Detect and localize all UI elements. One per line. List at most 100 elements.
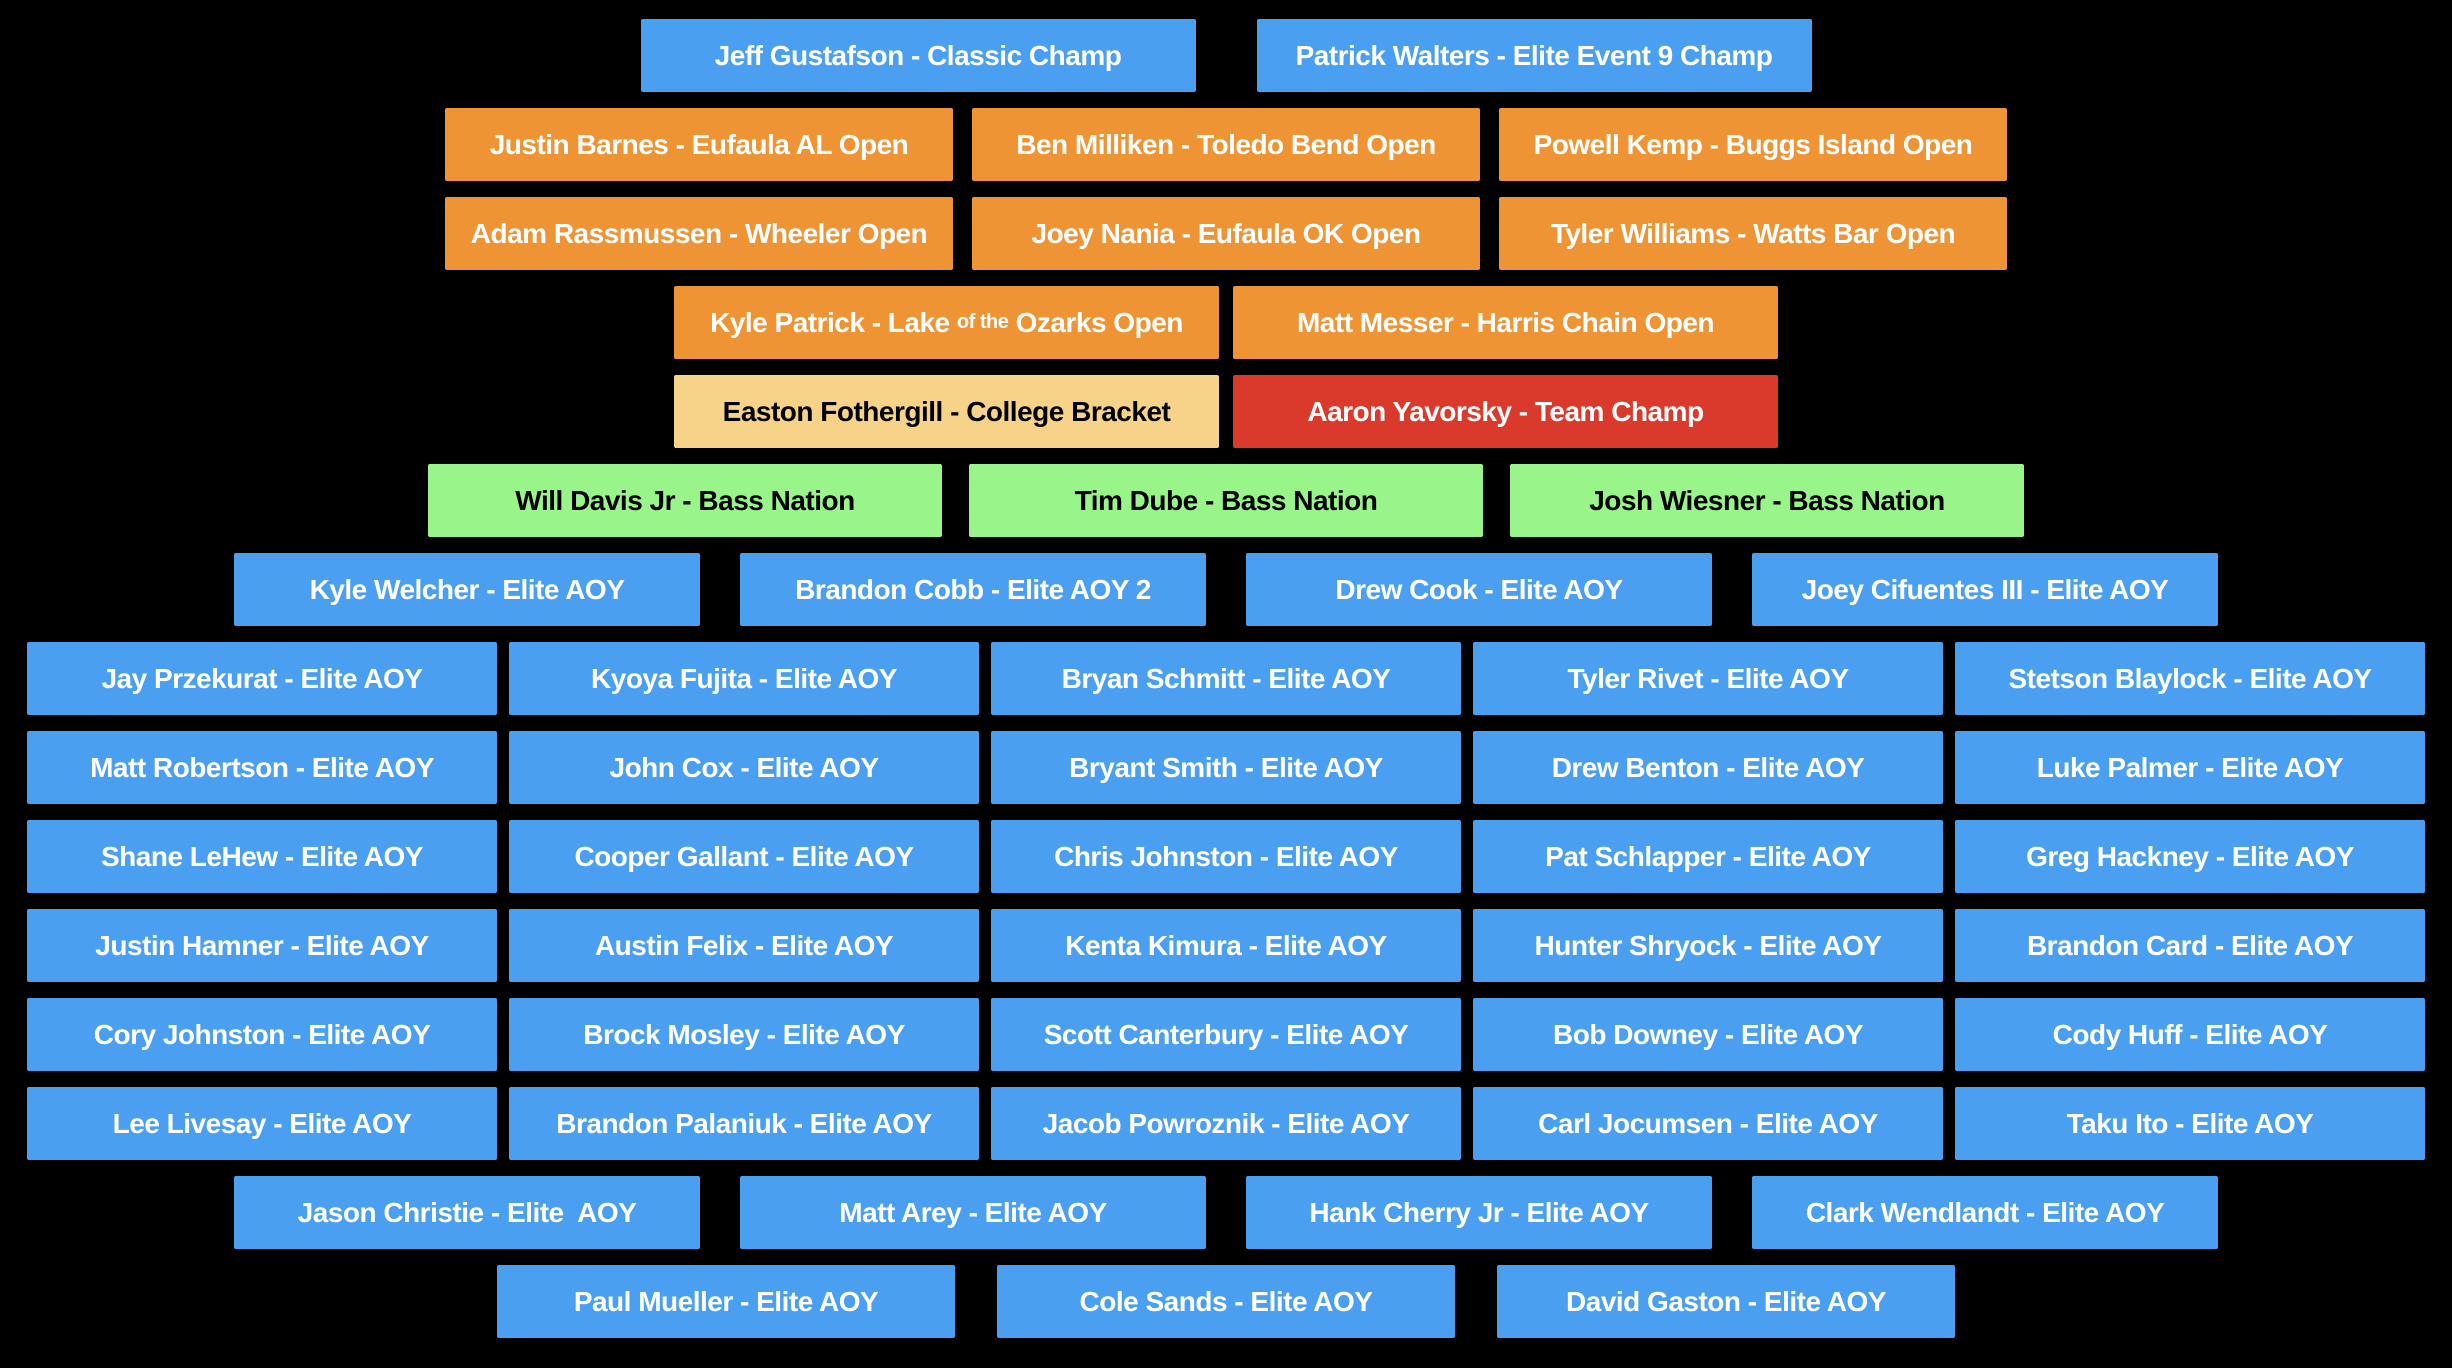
box-label: Joey Cifuentes III - Elite AOY xyxy=(1801,573,2169,605)
box-label: Jacob Powroznik - Elite AOY xyxy=(1042,1107,1410,1139)
bracket-box: Clark Wendlandt - Elite AOY xyxy=(1752,1176,2218,1249)
bracket-row: Kyle Welcher - Elite AOY Brandon Cobb - E… xyxy=(0,553,2452,626)
bracket-box: Josh Wiesner - Bass Nation xyxy=(1510,464,2024,537)
box-label: Brandon Card - Elite AOY xyxy=(2026,929,2354,961)
box-label: Chris Johnston - Elite AOY xyxy=(1054,840,1398,872)
box-label: Kenta Kimura - Elite AOY xyxy=(1065,929,1387,961)
bracket-box: Paul Mueller - Elite AOY xyxy=(497,1265,955,1338)
bracket-box: Drew Benton - Elite AOY xyxy=(1473,731,1943,804)
bracket-box: Shane LeHew - Elite AOY xyxy=(27,820,497,893)
box-label: Matt Messer - Harris Chain Open xyxy=(1296,306,1715,338)
bracket-box: Cody Huff - Elite AOY xyxy=(1955,998,2425,1071)
box-label: Jay Przekurat - Elite AOY xyxy=(101,662,423,694)
bracket-box: Hunter Shryock - Elite AOY xyxy=(1473,909,1943,982)
bracket-box: Tyler Williams - Watts Bar Open xyxy=(1499,197,2007,270)
bracket-row: Adam Rassmussen - Wheeler Open Joey Nania… xyxy=(0,197,2452,270)
box-label-part: of the xyxy=(956,311,1009,333)
bracket-box: Tyler Rivet - Elite AOY xyxy=(1473,642,1943,715)
bracket-box: Jay Przekurat - Elite AOY xyxy=(27,642,497,715)
bracket-box: Stetson Blaylock - Elite AOY xyxy=(1955,642,2425,715)
bracket-box: Greg Hackney - Elite AOY xyxy=(1955,820,2425,893)
box-label: Ben Milliken - Toledo Bend Open xyxy=(1016,128,1436,160)
box-label: Drew Benton - Elite AOY xyxy=(1551,751,1865,783)
bracket-box: Cory Johnston - Elite AOY xyxy=(27,998,497,1071)
bracket-box: Patrick Walters - Elite Event 9 Champ xyxy=(1256,19,1812,92)
box-label: Paul Mueller - Elite AOY xyxy=(573,1285,879,1317)
bracket-box: Drew Cook - Elite AOY xyxy=(1246,553,1712,626)
bracket-box: Jason Christie - Elite AOY xyxy=(234,1176,700,1249)
bracket-box: Cole Sands - Elite AOY xyxy=(997,1265,1455,1338)
bracket-row: Jason Christie - Elite AOY Matt Arey - El… xyxy=(0,1176,2452,1249)
bracket-row: Easton Fothergill - College Bracket Aaron… xyxy=(0,375,2452,448)
box-label: Jason Christie - Elite AOY xyxy=(297,1196,637,1228)
bracket-row: Lee Livesay - Elite AOY Brandon Palaniuk … xyxy=(0,1087,2452,1160)
box-label: Greg Hackney - Elite AOY xyxy=(2026,840,2354,872)
bracket-box: Jacob Powroznik - Elite AOY xyxy=(991,1087,1461,1160)
box-label: Matt Arey - Elite AOY xyxy=(839,1196,1107,1228)
box-label: Cory Johnston - Elite AOY xyxy=(93,1018,431,1050)
bracket-row: Jeff Gustafson - Classic Champ Patrick Wa… xyxy=(0,19,2452,92)
bracket-row: Cory Johnston - Elite AOY Brock Mosley - … xyxy=(0,998,2452,1071)
box-label: Justin Hamner - Elite AOY xyxy=(95,929,429,961)
bracket-box: Bryant Smith - Elite AOY xyxy=(991,731,1461,804)
box-label: Cole Sands - Elite AOY xyxy=(1079,1285,1373,1317)
bracket-box: David Gaston - Elite AOY xyxy=(1497,1265,1955,1338)
box-label: Brandon Cobb - Elite AOY 2 xyxy=(795,573,1151,605)
box-label: Carl Jocumsen - Elite AOY xyxy=(1538,1107,1878,1139)
bracket-box: Matt Messer - Harris Chain Open xyxy=(1233,286,1778,359)
bracket-box: Kyle Welcher - Elite AOY xyxy=(234,553,700,626)
box-label: Tyler Rivet - Elite AOY xyxy=(1567,662,1849,694)
bracket-box: Will Davis Jr - Bass Nation xyxy=(428,464,942,537)
bracket-box: Justin Hamner - Elite AOY xyxy=(27,909,497,982)
bracket-box: Matt Arey - Elite AOY xyxy=(740,1176,1206,1249)
box-label: Justin Barnes - Eufaula AL Open xyxy=(489,128,909,160)
box-label: David Gaston - Elite AOY xyxy=(1566,1285,1886,1317)
bracket-box: Adam Rassmussen - Wheeler Open xyxy=(445,197,953,270)
box-label: Clark Wendlandt - Elite AOY xyxy=(1805,1196,2165,1228)
box-label: Drew Cook - Elite AOY xyxy=(1335,573,1623,605)
box-label: Cody Huff - Elite AOY xyxy=(2052,1018,2328,1050)
box-label: Easton Fothergill - College Bracket xyxy=(722,395,1171,427)
box-label: Kyle Welcher - Elite AOY xyxy=(309,573,625,605)
box-label: Brandon Palaniuk - Elite AOY xyxy=(556,1107,932,1139)
bracket-box: Brandon Palaniuk - Elite AOY xyxy=(509,1087,979,1160)
bracket-box: Powell Kemp - Buggs Island Open xyxy=(1499,108,2007,181)
box-label: Stetson Blaylock - Elite AOY xyxy=(2008,662,2372,694)
box-label: Patrick Walters - Elite Event 9 Champ xyxy=(1295,39,1773,71)
box-label-part: Kyle Patrick - Lake xyxy=(710,306,957,338)
bracket-box: Joey Nania - Eufaula OK Open xyxy=(972,197,1480,270)
bracket-box: Easton Fothergill - College Bracket xyxy=(674,375,1219,448)
bracket-box: Austin Felix - Elite AOY xyxy=(509,909,979,982)
box-label: Cooper Gallant - Elite AOY xyxy=(574,840,914,872)
bracket-row: Justin Hamner - Elite AOY Austin Felix - … xyxy=(0,909,2452,982)
bracket-box: Carl Jocumsen - Elite AOY xyxy=(1473,1087,1943,1160)
bracket-box: Taku Ito - Elite AOY xyxy=(1955,1087,2425,1160)
box-label: Matt Robertson - Elite AOY xyxy=(90,751,434,783)
bracket-box: Brock Mosley - Elite AOY xyxy=(509,998,979,1071)
bracket-row: Kyle Patrick - Lake of the Ozarks Open Ma… xyxy=(0,286,2452,359)
box-label: Tim Dube - Bass Nation xyxy=(1074,484,1378,516)
box-label: Austin Felix - Elite AOY xyxy=(594,929,894,961)
box-label: Bob Downey - Elite AOY xyxy=(1553,1018,1864,1050)
bracket-box: Scott Canterbury - Elite AOY xyxy=(991,998,1461,1071)
box-label: Powell Kemp - Buggs Island Open xyxy=(1533,128,1973,160)
box-label: John Cox - Elite AOY xyxy=(609,751,880,783)
bracket-box: Tim Dube - Bass Nation xyxy=(969,464,1483,537)
box-label: Hank Cherry Jr - Elite AOY xyxy=(1309,1196,1649,1228)
box-label: Aaron Yavorsky - Team Champ xyxy=(1307,395,1704,427)
box-label: Taku Ito - Elite AOY xyxy=(2066,1107,2314,1139)
bracket-box: Kyle Patrick - Lake of the Ozarks Open xyxy=(674,286,1219,359)
bracket-box: Matt Robertson - Elite AOY xyxy=(27,731,497,804)
bracket-box: Aaron Yavorsky - Team Champ xyxy=(1233,375,1778,448)
bracket-box: Pat Schlapper - Elite AOY xyxy=(1473,820,1943,893)
bracket-box: Justin Barnes - Eufaula AL Open xyxy=(445,108,953,181)
bracket-box: Bob Downey - Elite AOY xyxy=(1473,998,1943,1071)
box-label: Bryan Schmitt - Elite AOY xyxy=(1061,662,1391,694)
box-label: Adam Rassmussen - Wheeler Open xyxy=(470,217,928,249)
box-label: Jeff Gustafson - Classic Champ xyxy=(714,39,1122,71)
bracket-box: Chris Johnston - Elite AOY xyxy=(991,820,1461,893)
box-label: Josh Wiesner - Bass Nation xyxy=(1589,484,1945,516)
bracket-box: Lee Livesay - Elite AOY xyxy=(27,1087,497,1160)
box-label-part: Ozarks Open xyxy=(1008,306,1184,338)
box-label: Hunter Shryock - Elite AOY xyxy=(1534,929,1882,961)
